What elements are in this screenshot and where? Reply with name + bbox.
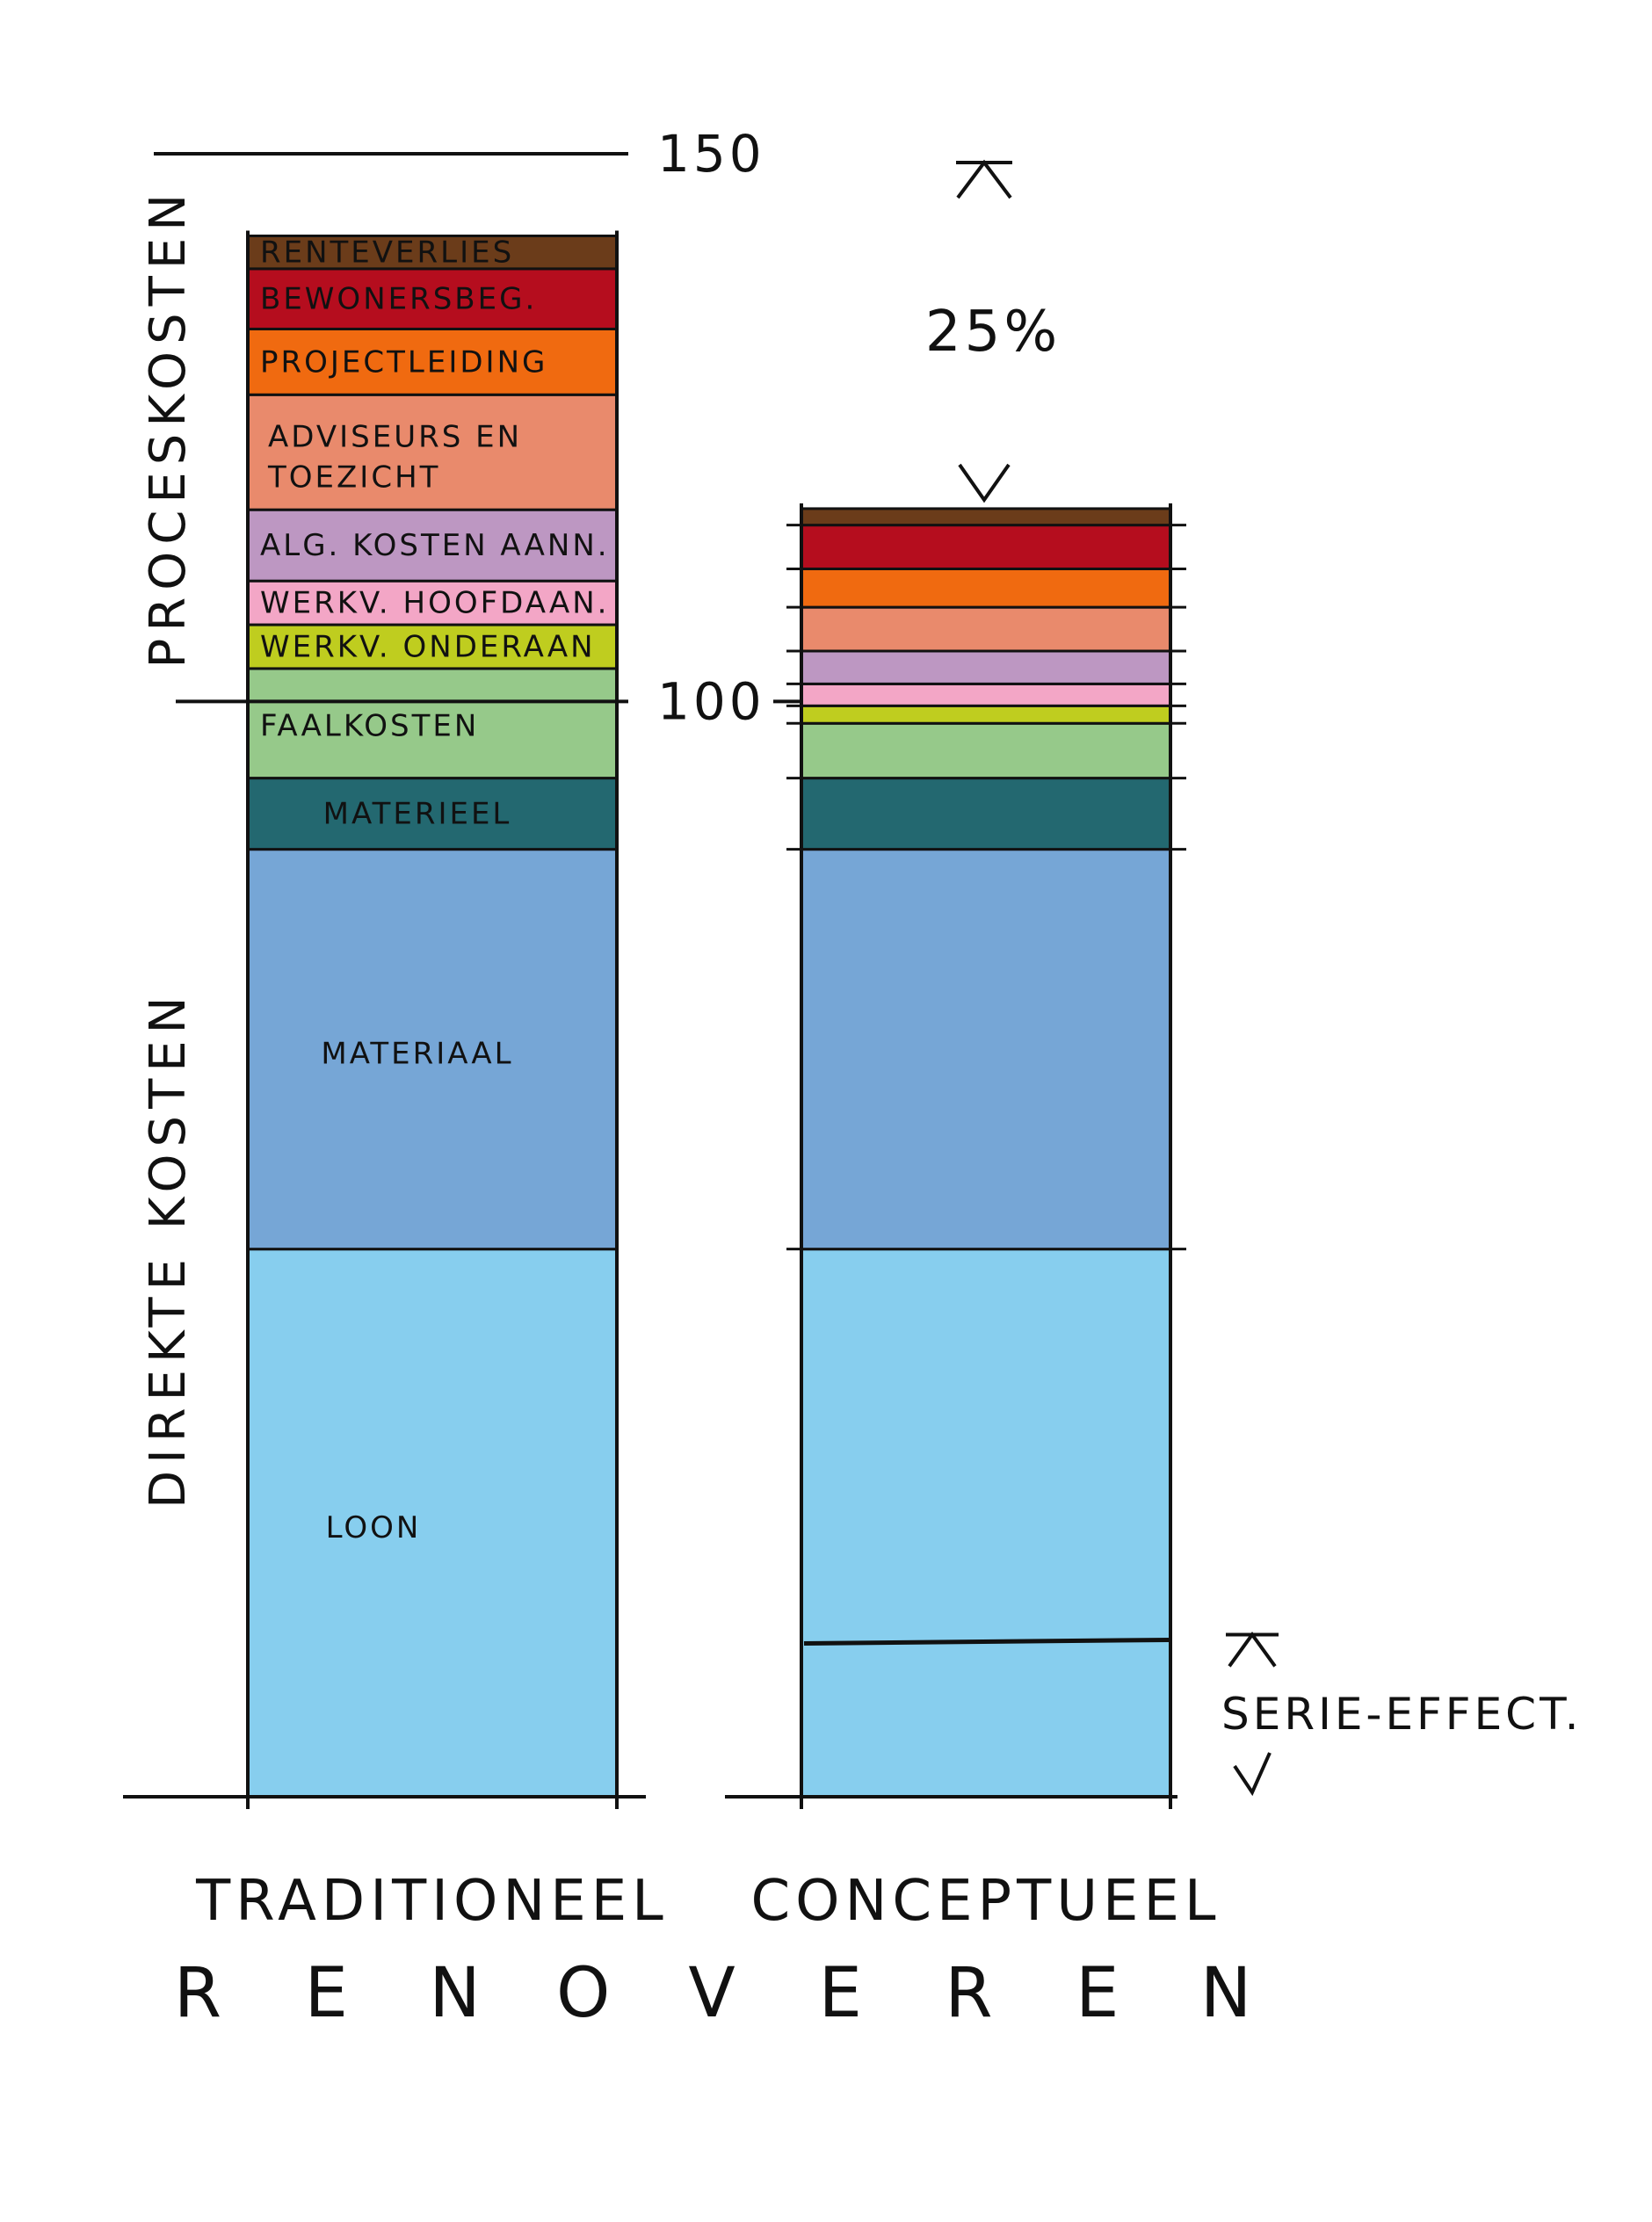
bar-segment-renteverlies-1[interactable] [800, 507, 1172, 527]
title-letter: N [1200, 1954, 1251, 2033]
arrow-up-25 [956, 159, 1012, 199]
title-letter: R [174, 1954, 221, 2033]
bar-segment-werkv-hoofdaan--1[interactable] [800, 682, 1172, 707]
bar-segment-bewonersbeg--1[interactable] [800, 524, 1172, 570]
segment-label-adviseurs-line2: TOEZICHT [267, 460, 440, 496]
arrow-down-serie [1233, 1752, 1272, 1797]
bar-segment-loon-0[interactable] [246, 1248, 619, 1799]
bar-segment-materiaal-1[interactable] [800, 848, 1172, 1251]
segment-label-materieel: MATERIEEL [323, 797, 512, 832]
segment-label-bewonersbeg-: BEWONERSBEG. [260, 282, 537, 317]
bar-segment-faalkosten-1[interactable] [800, 721, 1172, 780]
title-letter: E [819, 1954, 862, 2033]
title-letter: O [556, 1954, 610, 2033]
title-letter: E [1076, 1954, 1119, 2033]
segment-label-renteverlies: RENTEVERLIES [260, 235, 514, 271]
bar-segment-werkv-onderaan-1[interactable] [800, 704, 1172, 725]
segment-label-projectleiding: PROJECTLEIDING [260, 344, 547, 380]
segment-label-alg-kosten-aann-: ALG. KOSTEN AANN. [260, 528, 610, 563]
segment-label-materiaal: MATERIAAL [321, 1037, 513, 1072]
arrow-down-25 [958, 463, 1011, 503]
bar-segment-adviseurs-en-toezicht-1[interactable] [800, 605, 1172, 653]
bar-segment-loon-1[interactable] [800, 1248, 1172, 1799]
title-letter: R [945, 1954, 992, 2033]
bar-segment-materiaal-0[interactable] [246, 848, 619, 1251]
title-letter: E [305, 1954, 348, 2033]
bar-segment-materieel-0[interactable] [246, 777, 619, 851]
y-tick-label-150: 150 [657, 124, 765, 184]
segment-label-faalkosten: FAALKOSTEN [260, 709, 479, 744]
segment-label-loon: LOON [326, 1510, 422, 1545]
bar-segment-projectleiding-1[interactable] [800, 567, 1172, 609]
group-label-proceskosten: PROCESKOSTEN [140, 187, 197, 669]
annotation-serie-effect: SERIE-EFFECT. [1221, 1689, 1583, 1740]
category-label-traditioneel: TRADITIONEEL [195, 1869, 669, 1934]
segment-label-werkv-hoofdaan-: WERKV. HOOFDAAN. [260, 586, 609, 621]
arrow-up-serie [1228, 1632, 1277, 1668]
annotation-25-percent: 25% [925, 300, 1061, 365]
serie-effect-line [803, 1637, 1170, 1646]
title-letter: V [688, 1954, 735, 2033]
category-label-conceptueel: CONCEPTUEEL [750, 1869, 1221, 1934]
bar-segment-alg-kosten-aann--1[interactable] [800, 649, 1172, 685]
group-label-direkte-kosten: DIREKTE KOSTEN [140, 989, 197, 1508]
segment-label-werkv-onderaan: WERKV. ONDERAAN [260, 630, 596, 665]
y-tick-label-100: 100 [657, 671, 765, 731]
bar-segment-werkv-hoofdaan--0[interactable] [246, 579, 619, 626]
bar-segment-adviseurs-en-toezicht-0[interactable] [246, 393, 619, 511]
title-letter: N [429, 1954, 480, 2033]
bar-segment-materieel-1[interactable] [800, 777, 1172, 851]
segment-label-adviseurs-line1: ADVISEURS EN [268, 420, 522, 455]
